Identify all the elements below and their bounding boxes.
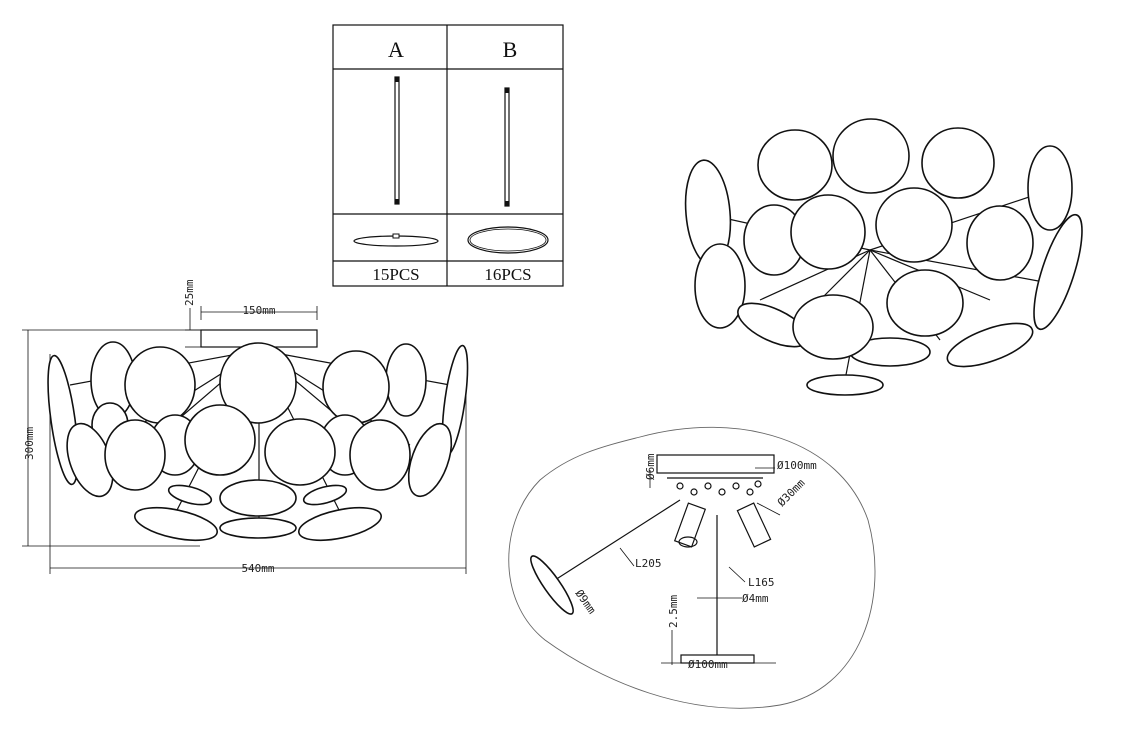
dim-canopy-height: 25mm bbox=[183, 279, 196, 306]
dim-rod-dia: Ø4mm bbox=[742, 592, 769, 605]
dim-width: 540mm bbox=[241, 562, 274, 575]
detail-hubs bbox=[673, 502, 772, 548]
detail-dim-lines bbox=[619, 467, 781, 665]
front-discs bbox=[47, 341, 469, 542]
disc-b-top-view bbox=[467, 226, 549, 254]
disc-b-side-view bbox=[504, 87, 510, 207]
perspective-discs bbox=[684, 118, 1083, 396]
dim-canopy-width: 150mm bbox=[242, 304, 275, 317]
detail-view: Ø6mm Ø100mm Ø30mm L205 Ø9mm L165 Ø4mm 2.… bbox=[508, 426, 876, 709]
dim-plate-dia: Ø100mm bbox=[688, 658, 728, 671]
disc-a-top-view bbox=[353, 233, 439, 247]
dim-arm-dia: Ø9mm bbox=[573, 587, 599, 616]
front-view: 25mm 150mm 300mm 540mm bbox=[22, 279, 469, 575]
dim-lines-front bbox=[22, 306, 467, 574]
dim-arm-length: L205 bbox=[635, 557, 662, 570]
qty-a-label: 15PCS bbox=[372, 265, 419, 284]
dim-stem-dia: Ø6mm bbox=[644, 453, 657, 480]
parts-table: A B 15PCS 16PCS bbox=[332, 24, 564, 287]
dim-rod-length: L165 bbox=[748, 576, 775, 589]
dim-plate-thick: 2.5mm bbox=[667, 595, 680, 628]
col-b-header: B bbox=[503, 37, 518, 62]
dim-hub-dia: Ø30mm bbox=[775, 476, 808, 509]
dim-canopy-dia: Ø100mm bbox=[777, 459, 817, 472]
col-a-header: A bbox=[388, 37, 404, 62]
detail-outline bbox=[508, 426, 876, 709]
qty-b-label: 16PCS bbox=[484, 265, 531, 284]
dim-height: 300mm bbox=[23, 427, 36, 460]
detail-studs bbox=[676, 480, 762, 496]
perspective-view bbox=[684, 118, 1083, 396]
disc-a-side-view bbox=[394, 76, 400, 205]
